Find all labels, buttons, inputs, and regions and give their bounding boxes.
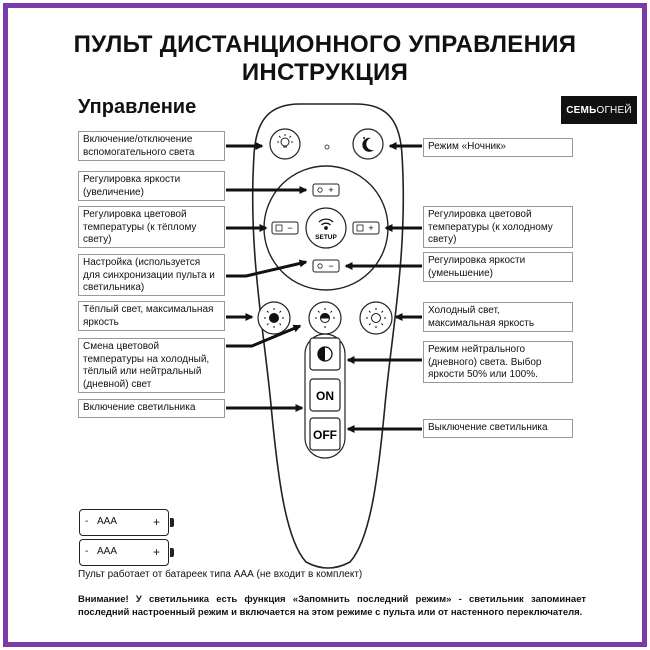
label-brightness-up: Регулировка яркости (увеличение)	[78, 171, 225, 201]
off-button	[309, 417, 341, 451]
section-heading: Управление	[78, 96, 197, 118]
temp-cold-icon	[356, 224, 364, 232]
battery-2-label: AAA	[97, 546, 118, 557]
wifi-icon	[318, 218, 334, 230]
sun-small-icon-2	[317, 263, 323, 269]
brightness-up-button	[312, 183, 340, 197]
sun-small-icon	[317, 187, 323, 193]
temp-warm-icon	[275, 224, 283, 232]
sun-half-icon	[315, 308, 335, 328]
temp-warm-minus: −	[287, 223, 292, 233]
label-setup: Настройка (используется для синхронизаци…	[78, 254, 225, 296]
half-circle-icon	[317, 346, 333, 362]
label-aux-light-toggle: Включение/отключение вспомогательного св…	[78, 131, 225, 161]
label-cold-max: Холодный свет, максимальная яркость	[423, 302, 573, 332]
battery-2: - AAA +	[79, 539, 174, 566]
led-indicator	[324, 144, 330, 150]
page-subtitle: ИНСТРУКЦИЯ	[241, 59, 409, 86]
off-label: OFF	[313, 428, 337, 442]
label-warm-max: Тёплый свет, максимальная яркость	[78, 301, 225, 331]
sun-filled-icon	[264, 308, 284, 328]
label-power-on: Включение светильника	[78, 399, 225, 418]
battery-1: - AAA +	[79, 509, 174, 536]
label-night-mode: Режим «Ночник»	[423, 138, 573, 157]
brightness-down-button	[312, 259, 340, 273]
battery-1-minus: -	[85, 516, 89, 527]
page-border	[3, 3, 647, 647]
night-mode-button	[352, 128, 384, 160]
battery-1-label: AAA	[97, 516, 118, 527]
label-cycle-temp: Смена цветовой температуры на холодный, …	[78, 338, 225, 393]
label-temp-warm: Регулировка цветовой температуры (к тёпл…	[78, 206, 225, 248]
brightness-up-plus: +	[328, 185, 333, 195]
battery-1-plus: +	[152, 515, 160, 529]
label-temp-cold: Регулировка цветовой температуры (к холо…	[423, 206, 573, 248]
brand-logo-light: ОГНЕЙ	[596, 104, 632, 116]
on-button	[309, 378, 341, 412]
label-power-off: Выключение светильника	[423, 419, 573, 438]
bulb-icon	[277, 134, 293, 148]
warning-text: Внимание! У светильника есть функция «За…	[78, 594, 586, 618]
brand-logo-bold: СЕМЬ	[566, 104, 597, 116]
cold-max-button	[359, 301, 393, 335]
battery-2-minus: -	[85, 546, 89, 557]
battery-note: Пульт работает от батареек типа ААА (не …	[78, 569, 363, 580]
page-title: ПУЛЬТ ДИСТАНЦИОННОГО УПРАВЛЕНИЯ	[73, 31, 577, 58]
label-neutral-mode: Режим нейтрального (дневного) света. Выб…	[423, 341, 573, 383]
battery-2-plus: +	[152, 545, 160, 559]
setup-label: SETUP	[315, 234, 337, 241]
on-label: ON	[316, 389, 334, 403]
brightness-down-minus: −	[328, 261, 333, 271]
sun-outline-icon	[366, 308, 386, 328]
callout-arrows-right	[344, 142, 422, 433]
moon-icon	[362, 137, 374, 152]
callout-arrows-left	[226, 142, 308, 412]
label-brightness-down: Регулировка яркости (уменьшение)	[423, 252, 573, 282]
temp-cold-plus: +	[368, 223, 373, 233]
aux-light-button	[269, 128, 301, 160]
